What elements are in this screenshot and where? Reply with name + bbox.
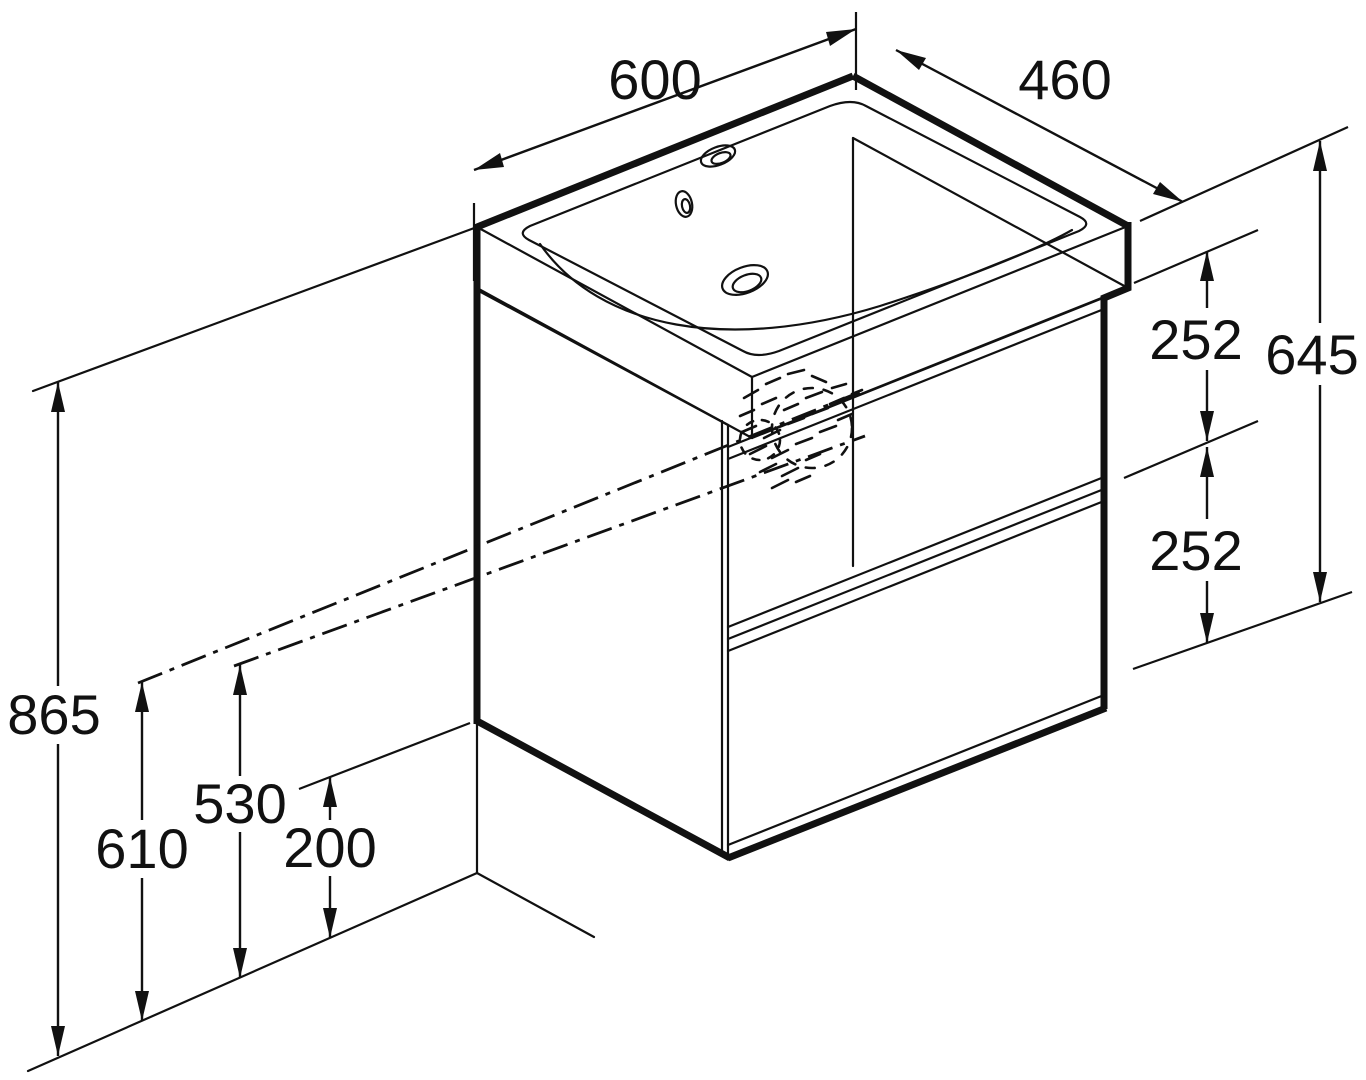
dim-drawer-top-252: 252 <box>1149 251 1243 441</box>
arrowhead <box>896 50 926 70</box>
drawer1-groove-line-a <box>726 295 1106 449</box>
dim-label-supply-height: 610 <box>95 817 188 880</box>
tap-hole-outer <box>699 144 737 168</box>
right-extension-lines <box>1123 125 1353 671</box>
drain-hole-inner <box>731 272 763 294</box>
outline-front-right <box>1100 222 1132 709</box>
drawer-divide-line <box>726 475 1106 629</box>
arrowhead <box>826 29 856 46</box>
basin-left-rim-edge <box>475 225 754 379</box>
dim-line <box>895 48 1184 204</box>
wall-line <box>31 225 479 393</box>
dim-label-drawer-bottom: 252 <box>1149 519 1242 582</box>
arrowhead <box>323 908 337 938</box>
arrowhead <box>1313 141 1327 171</box>
room-lines <box>26 225 596 1073</box>
arrowhead <box>323 777 337 807</box>
arrowhead <box>1200 411 1214 441</box>
washbasin <box>475 100 1130 440</box>
dim-line <box>473 27 857 172</box>
floor-line-right <box>475 871 596 939</box>
siphon-dashed-circle-large <box>770 386 854 470</box>
dim-rim-height-865: 865 <box>7 382 101 1056</box>
dim-depth-460: 460 <box>895 48 1184 204</box>
dim-width-600: 600 <box>472 12 858 281</box>
basin-front-rim-edge <box>750 224 1130 379</box>
arrowhead <box>51 1026 65 1056</box>
drawer2-groove-line-b <box>726 499 1106 653</box>
basin-bowl-contour <box>538 228 1074 331</box>
dim-label-drawer-top: 252 <box>1149 308 1242 371</box>
outline-bottom-front <box>726 704 1108 862</box>
floor-line-left <box>26 871 479 1073</box>
overflow-hole-outer <box>674 190 694 218</box>
supply-centerline <box>137 388 866 685</box>
dim-label-rim-height: 865 <box>7 683 100 746</box>
ext-drawer-divide <box>1123 419 1259 480</box>
arrowhead <box>474 153 504 170</box>
siphon-dashed-circle-small <box>738 418 782 462</box>
cabinet <box>475 136 1106 860</box>
ext-basin-top <box>1139 125 1349 223</box>
drawer2-groove-line-a <box>726 487 1106 641</box>
outline-back-top <box>475 72 855 231</box>
basin-inner-rim <box>521 100 1088 357</box>
dim-label-width: 600 <box>608 48 701 111</box>
arrowhead <box>51 382 65 412</box>
dim-supply-height-610: 610 <box>95 682 189 1021</box>
arrowhead <box>1313 572 1327 602</box>
overflow-hole-inner <box>680 198 692 214</box>
arrowhead <box>135 991 149 1021</box>
drain-centerline <box>233 434 866 668</box>
drawer1-groove-line-b <box>726 307 1106 461</box>
arrowhead <box>135 682 149 712</box>
unit-outline <box>473 72 1132 862</box>
arrowhead <box>233 665 247 695</box>
dim-drain-height-530: 530 <box>193 665 287 978</box>
dim-label-depth: 460 <box>1018 48 1111 111</box>
side-panel-top-edge <box>475 288 730 427</box>
ext-basin-bottom <box>1133 228 1259 285</box>
drain-hole-outer <box>721 264 769 296</box>
outline-right-top <box>851 72 1130 230</box>
dim-unit-height-645: 645 <box>1265 141 1359 602</box>
dim-label-unit-height: 645 <box>1265 323 1358 386</box>
dim-clearance-200: 200 <box>283 721 471 938</box>
dim-label-drain-height: 530 <box>193 772 286 835</box>
arrowhead <box>233 948 247 978</box>
bottom-gap-line <box>726 693 1106 847</box>
dim-label-clearance: 200 <box>283 816 376 879</box>
arrowhead <box>1153 182 1183 202</box>
arrowhead <box>1200 447 1214 477</box>
ext-cabinet-bottom <box>1132 590 1353 671</box>
arrowhead <box>1200 613 1214 643</box>
hidden-plumbing <box>137 368 866 685</box>
siphon-hatch-marks <box>738 368 864 490</box>
ext-line <box>298 721 471 791</box>
arrowhead <box>1200 251 1214 281</box>
outline-bottom-left <box>475 717 732 862</box>
basin-bottom-right-edge <box>851 136 1130 290</box>
tap-hole-inner <box>710 151 732 165</box>
dim-drawer-bottom-252: 252 <box>1149 447 1243 643</box>
